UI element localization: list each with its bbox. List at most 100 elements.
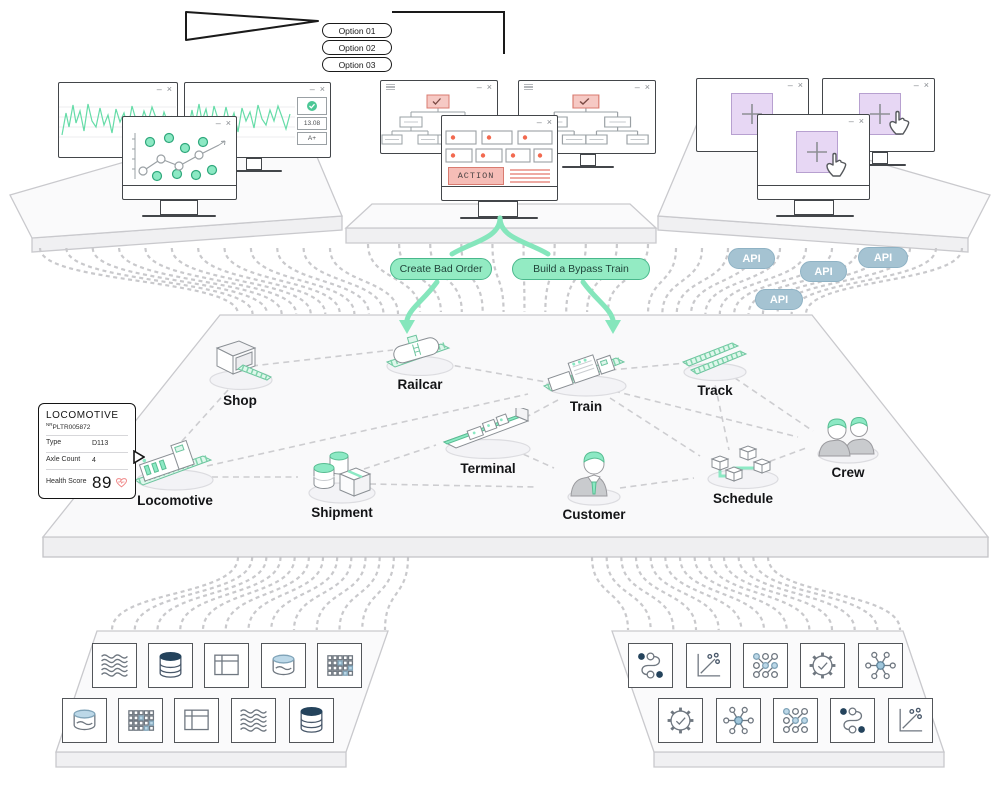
monitor-base: [228, 170, 282, 172]
entity-terminal: Terminal: [433, 408, 543, 476]
minimize-icon[interactable]: –: [536, 116, 542, 127]
api-pill[interactable]: API: [728, 248, 775, 269]
shop-icon: [209, 340, 273, 391]
minimize-icon[interactable]: –: [156, 83, 162, 94]
close-icon[interactable]: ×: [546, 116, 552, 127]
entity-train: Train: [531, 340, 641, 414]
monitor-base: [856, 164, 906, 166]
entity-label: Crew: [831, 465, 865, 480]
monitor-stand: [872, 152, 888, 164]
entity-label: Locomotive: [137, 493, 213, 508]
minimize-icon[interactable]: –: [634, 81, 640, 92]
menu-icon[interactable]: [524, 82, 533, 92]
hand-cursor-icon: [889, 110, 910, 135]
checkbox-checked-icon[interactable]: [297, 97, 327, 115]
card-id: NRPLTR005872: [46, 422, 91, 432]
close-icon[interactable]: ×: [644, 81, 650, 92]
model-hub-icon: [716, 698, 761, 743]
automation-gear-icon: [800, 643, 845, 688]
raw-bucket-icon: [261, 643, 306, 688]
close-icon[interactable]: ×: [858, 115, 864, 126]
api-pill[interactable]: API: [800, 261, 847, 282]
monitor-stand: [580, 154, 596, 166]
api-pill[interactable]: API: [755, 289, 803, 310]
cursor-arrow-icon: [185, 11, 319, 41]
menu-option-3[interactable]: Option 03: [322, 57, 392, 72]
action-button[interactable]: ACTION: [448, 167, 504, 185]
close-icon[interactable]: ×: [486, 81, 492, 92]
plus-icon: [870, 104, 890, 124]
data-stream-icon: [231, 698, 276, 743]
scatter-chart: [132, 132, 226, 182]
api-pill[interactable]: API: [858, 247, 908, 268]
field-value: D113: [92, 440, 109, 448]
monitor-stand: [246, 158, 262, 170]
neural-net-icon: [773, 698, 818, 743]
card-title: LOCOMOTIVE: [46, 410, 119, 421]
monitor-widgets: 13.08 A+: [297, 97, 327, 146]
data-stream-icon: [92, 643, 137, 688]
minimize-icon[interactable]: –: [476, 81, 482, 92]
monitor-base: [460, 217, 538, 219]
automation-gear-icon: [658, 698, 703, 743]
close-icon[interactable]: ×: [797, 79, 803, 90]
customer-icon: [567, 451, 621, 506]
action-pill-create-bad-order[interactable]: Create Bad Order: [390, 258, 492, 280]
entity-railcar: Railcar: [365, 322, 475, 392]
railcar-icon: [385, 334, 454, 376]
hand-cursor-icon: [826, 152, 847, 177]
monitor-create-front: –×: [757, 114, 870, 200]
menu-icon[interactable]: [386, 82, 395, 92]
schedule-icon: [707, 445, 779, 490]
field-label: Axle Count: [46, 455, 81, 463]
entity-label: Shipment: [311, 505, 373, 520]
minimize-icon[interactable]: –: [215, 117, 221, 128]
monitor-stand: [160, 200, 198, 215]
field-value: 4: [92, 456, 96, 464]
database-icon: [148, 643, 193, 688]
monitor-scatter: –×: [122, 116, 237, 200]
entity-schedule: Schedule: [688, 438, 798, 506]
entity-label: Track: [697, 383, 733, 398]
card-pointer: [133, 450, 145, 464]
action-pill-build-bypass-train[interactable]: Build a Bypass Train: [512, 258, 650, 280]
monitor-action-panel: –× ACTION: [441, 115, 558, 201]
heart-pulse-icon: [115, 477, 128, 488]
close-icon[interactable]: ×: [923, 79, 929, 90]
close-icon[interactable]: ×: [225, 117, 231, 128]
arrowhead-to-train: [605, 320, 621, 334]
menu-option-1[interactable]: Option 01: [322, 23, 392, 38]
minimize-icon[interactable]: –: [848, 115, 854, 126]
monitor-base: [776, 215, 854, 217]
entity-label: Customer: [562, 507, 626, 522]
locomotive-detail-card: LOCOMOTIVE NRPLTR005872 Type D113 Axle Co…: [38, 403, 136, 499]
monitor-base: [562, 166, 614, 168]
entity-track: Track: [660, 336, 770, 398]
entity-label: Schedule: [712, 491, 774, 506]
shipment-icon: [308, 451, 376, 504]
monitor-stand: [478, 201, 518, 217]
entity-shop: Shop: [185, 336, 295, 408]
close-icon[interactable]: ×: [166, 83, 172, 94]
entity-label: Shop: [223, 393, 257, 408]
model-hub-icon: [858, 643, 903, 688]
entity-label: Train: [569, 399, 603, 414]
monitor-stand: [794, 200, 834, 215]
minimize-icon[interactable]: –: [787, 79, 793, 90]
pixel-grid-icon: [317, 643, 362, 688]
close-icon[interactable]: ×: [319, 83, 325, 94]
locomotive-icon: [133, 439, 214, 491]
minimize-icon[interactable]: –: [309, 83, 315, 94]
pipeline-icon: [628, 643, 673, 688]
table-icon: [204, 643, 249, 688]
regression-icon: [888, 698, 933, 743]
raw-bucket-icon: [62, 698, 107, 743]
field-label: Type: [46, 439, 62, 447]
entity-shipment: Shipment: [287, 446, 397, 520]
field-label: Health Score: [46, 478, 87, 486]
monitor-base: [142, 215, 216, 217]
entity-label: Terminal: [460, 461, 516, 476]
menu-option-2[interactable]: Option 02: [322, 40, 392, 55]
crew-icon: [817, 416, 879, 464]
minimize-icon[interactable]: –: [913, 79, 919, 90]
